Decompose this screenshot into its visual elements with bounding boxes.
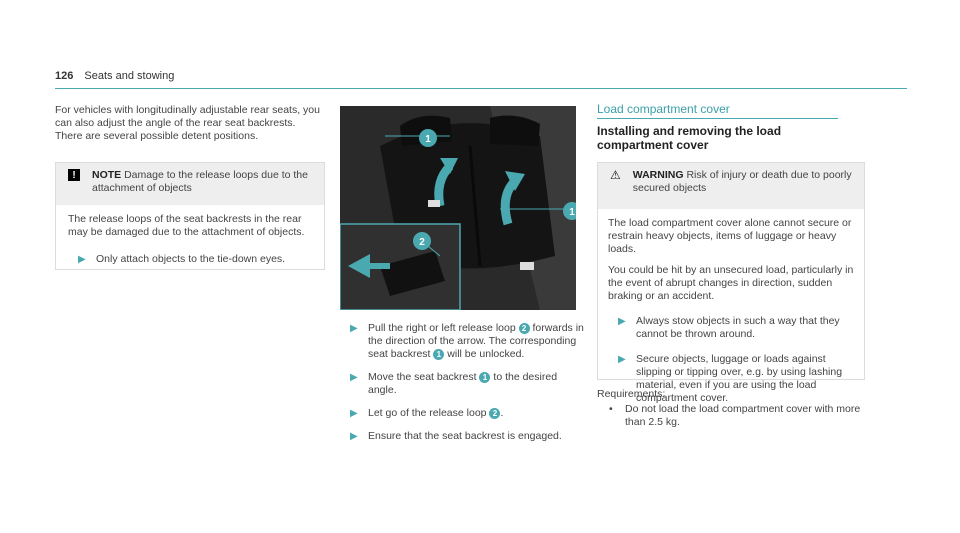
requirements-label: Requirements: <box>597 388 666 400</box>
callout-badge: 1 <box>479 371 491 383</box>
backrest-steps: ▶ Pull the right or left release loop 2 … <box>340 316 588 443</box>
warning-triangle-icon: ⚠ <box>610 168 621 182</box>
seat-illustration: 1 1 2 <box>340 106 576 310</box>
note-header: ! NOTE Damage to the release loops due t… <box>56 163 324 205</box>
step-arrow-icon: ▶ <box>618 316 626 327</box>
step-3: ▶ Let go of the release loop 2. <box>340 407 588 420</box>
header-rule <box>55 88 907 89</box>
warning-step-2: Secure objects, luggage or loads against… <box>636 353 843 404</box>
note-title: Damage to the release loops due to the a… <box>92 169 308 194</box>
seat-backrest-figure: 1 1 2 <box>340 106 576 310</box>
subsection-title: Installing and removing the load compart… <box>597 124 782 152</box>
exclamation-icon: ! <box>68 169 80 181</box>
section-name: Seats and stowing <box>84 70 175 82</box>
requirement-item: • Do not load the load compartment cover… <box>597 403 863 429</box>
note-body: The release loops of the seat backrests … <box>68 213 305 238</box>
intro-text: For vehicles with longitudinally adjusta… <box>55 104 320 142</box>
page-header: 126 Seats and stowing <box>55 70 174 82</box>
page-number: 126 <box>55 70 74 82</box>
requirements: Requirements: • Do not load the load com… <box>597 388 863 429</box>
note-step: Only attach objects to the tie-down eyes… <box>96 253 286 265</box>
callout-badge: 2 <box>489 407 501 419</box>
warning-p1: The load compartment cover alone cannot … <box>608 217 852 255</box>
step-4: ▶ Ensure that the seat backrest is engag… <box>340 430 588 443</box>
step-arrow-icon: ▶ <box>78 254 86 265</box>
note-box: ! NOTE Damage to the release loops due t… <box>55 162 325 270</box>
step-arrow-icon: ▶ <box>350 372 358 383</box>
warning-box: ⚠ WARNING Risk of injury or death due to… <box>597 162 865 404</box>
section-title: Load compartment cover <box>597 102 730 116</box>
step-arrow-icon: ▶ <box>350 408 358 419</box>
step-arrow-icon: ▶ <box>350 323 358 334</box>
bullet-icon: • <box>609 403 613 415</box>
step-1: ▶ Pull the right or left release loop 2 … <box>340 322 588 361</box>
warning-title: Risk of injury or death due to poorly se… <box>632 169 852 194</box>
warning-header: ⚠ WARNING Risk of injury or death due to… <box>598 163 864 209</box>
step-arrow-icon: ▶ <box>618 354 626 365</box>
warning-p2: You could be hit by an unsecured load, p… <box>608 264 854 302</box>
step-arrow-icon: ▶ <box>350 431 358 442</box>
section-rule <box>597 118 838 119</box>
warning-label: WARNING <box>632 169 684 181</box>
step-2: ▶ Move the seat backrest 1 to the desire… <box>340 371 588 397</box>
note-label: NOTE <box>92 169 122 181</box>
figure-callout-1b: 1 <box>569 207 575 218</box>
callout-badge: 1 <box>433 348 445 360</box>
callout-badge: 2 <box>518 322 530 334</box>
figure-callout-1: 1 <box>425 134 431 145</box>
warning-step-1: Always stow objects in such a way that t… <box>636 315 840 340</box>
figure-callout-2: 2 <box>419 237 425 248</box>
